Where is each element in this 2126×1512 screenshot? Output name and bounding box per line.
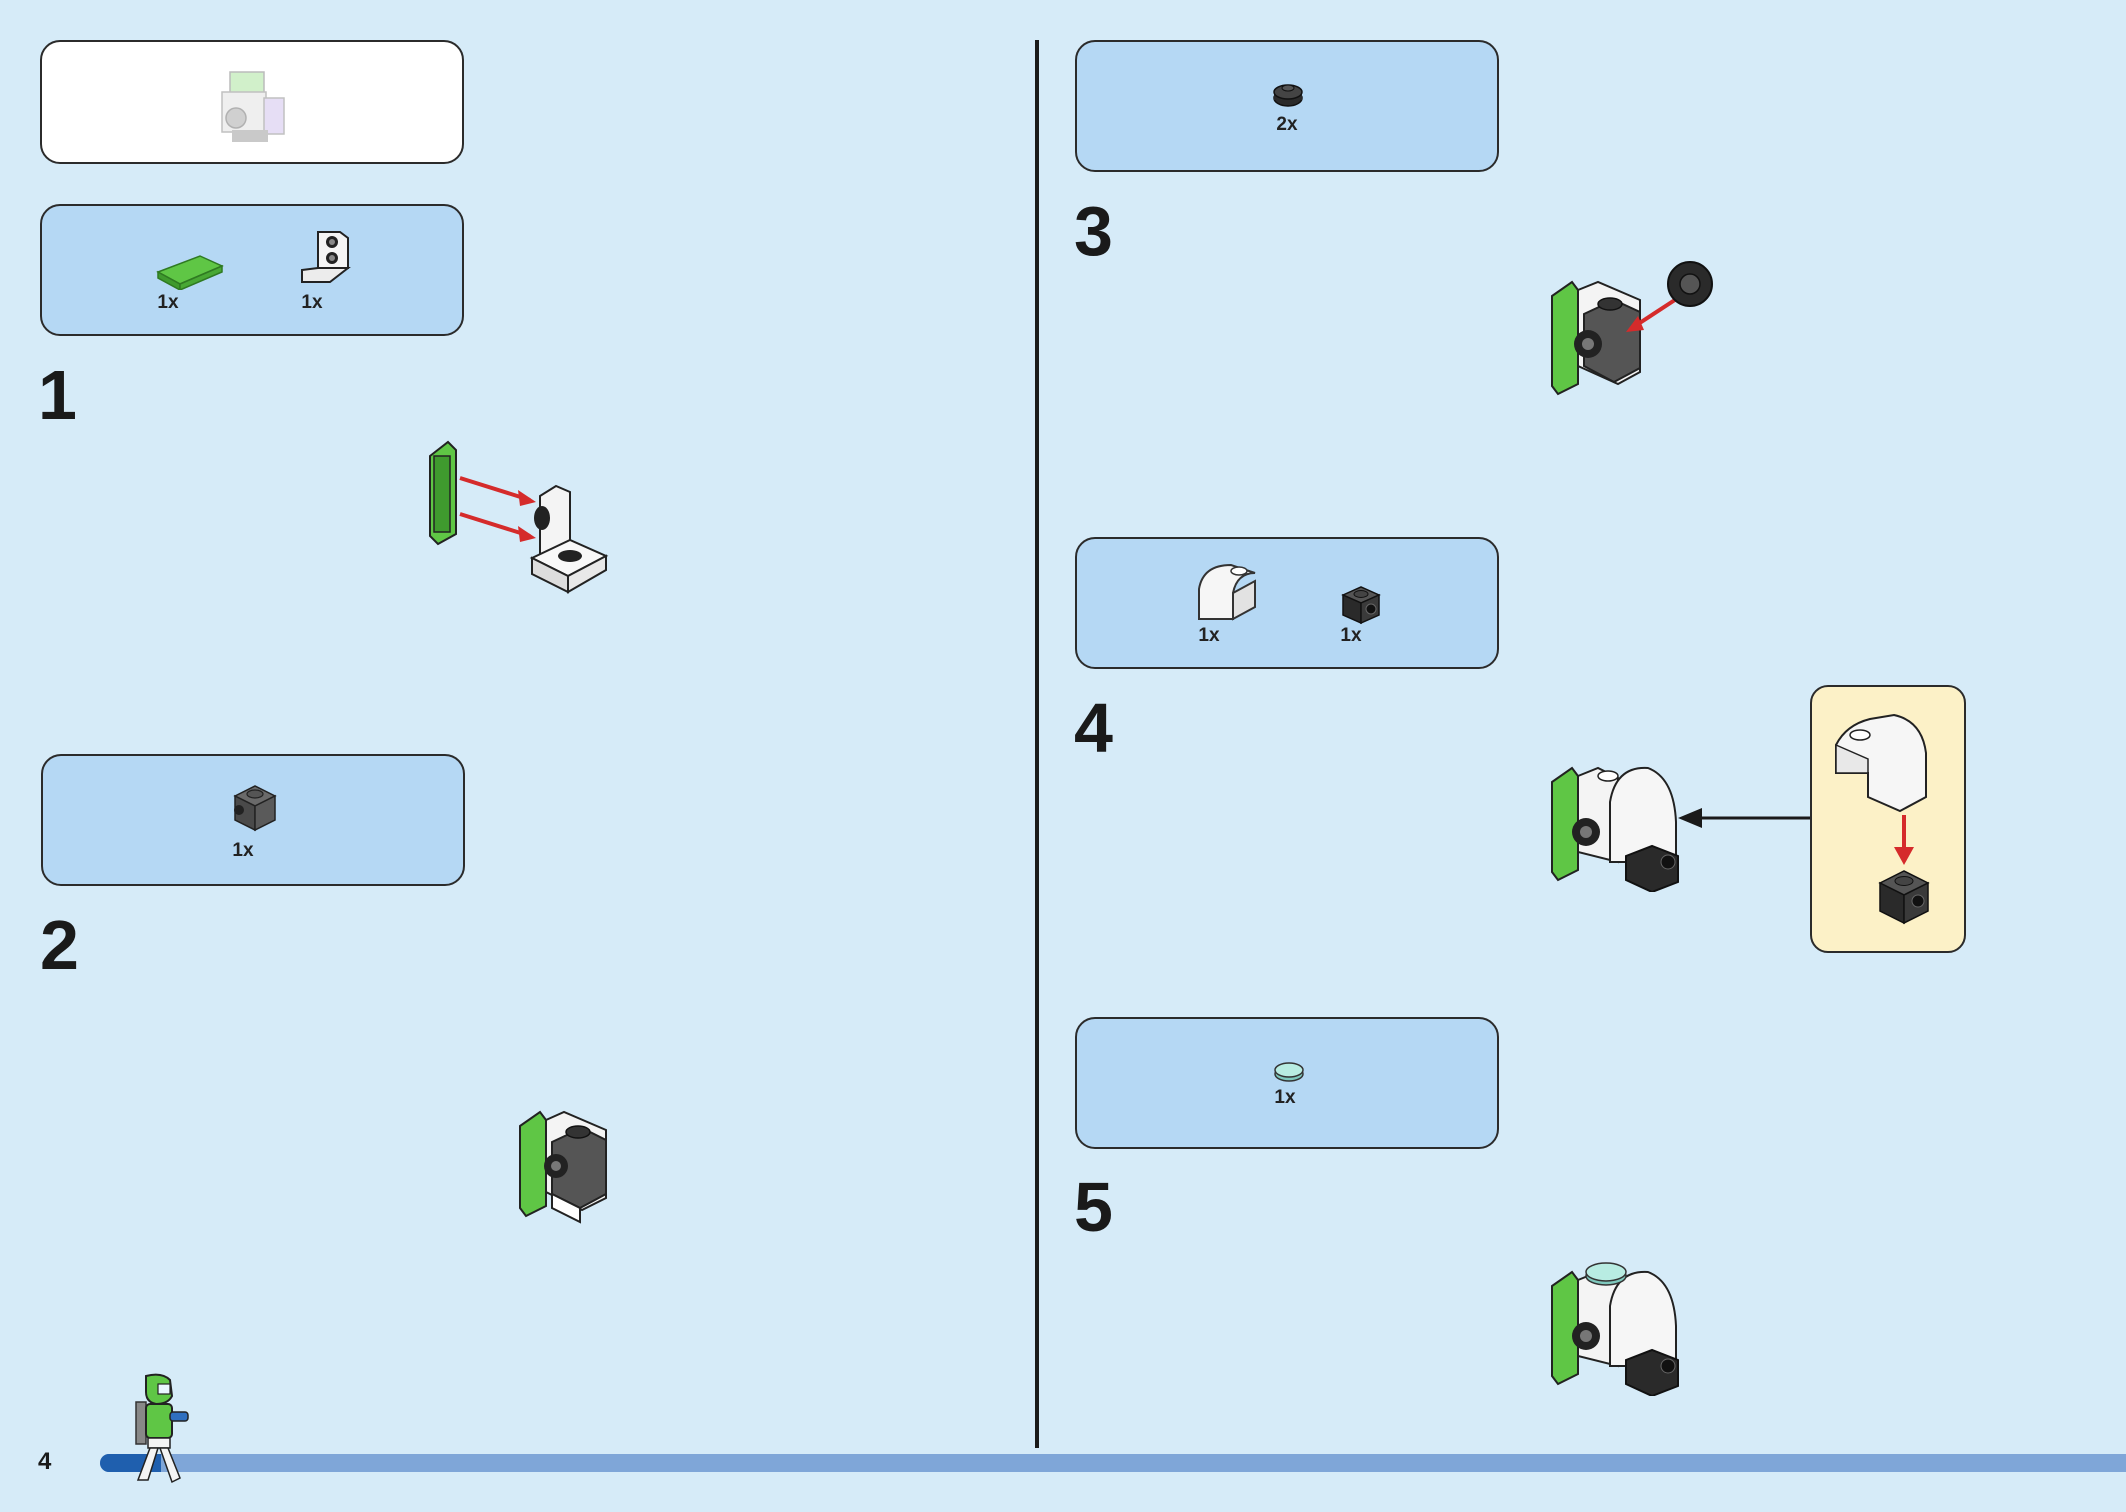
step-4-part-2-qty: 1x [1340,625,1362,646]
step-3-part-1-qty: 2x [1276,114,1298,135]
step-5-parts-box: 1x [1075,1017,1499,1149]
step-1-number: 1 [38,356,77,434]
step-4-assembly-illustration [1551,766,1679,892]
completed-model-preview-box [40,40,464,164]
step-2-assembly-illustration [519,1110,607,1224]
step-1-assembly-illustration [429,440,609,594]
green-tile-1x2-icon [156,255,224,290]
white-bracket-icon [301,231,351,283]
step-4-part-1-qty: 1x [1198,625,1220,646]
subassembly-illustration [1835,713,1930,925]
step-3-assembly-illustration [1551,261,1713,396]
black-brick-1x1-studs-icon [1341,586,1381,625]
step-1-part-2-qty: 1x [301,292,323,313]
minifigure-mascot-icon [135,1373,189,1484]
step-5-part-1-qty: 1x [1274,1087,1296,1108]
step-3-number: 3 [1074,192,1113,270]
step-1-parts-box: 1x 1x [40,204,464,336]
step-3-parts-box: 2x [1075,40,1499,172]
page-number: 4 [38,1448,52,1475]
step-4-number: 4 [1074,689,1113,767]
black-round-plate-icon [1273,84,1303,107]
step-2-part-1-qty: 1x [232,840,254,861]
step-5-number: 5 [1074,1168,1113,1246]
trans-light-blue-round-tile-icon [1274,1062,1304,1082]
step-2-number: 2 [40,906,79,984]
progress-bar [100,1454,2126,1472]
step-1-part-1-qty: 1x [157,292,179,313]
white-curved-slope-icon [1198,563,1256,621]
completed-model-preview-icon [221,71,285,142]
step-4-subassembly-callout [1810,685,1966,953]
step-4-callout-arrow [1678,808,1812,828]
page-divider [1035,40,1039,1448]
step-4-parts-box: 1x 1x [1075,537,1499,669]
step-5-assembly-illustration [1551,1262,1679,1396]
dark-grey-brick-1x1-studs-icon [233,785,277,832]
step-2-parts-box: 1x [41,754,465,886]
